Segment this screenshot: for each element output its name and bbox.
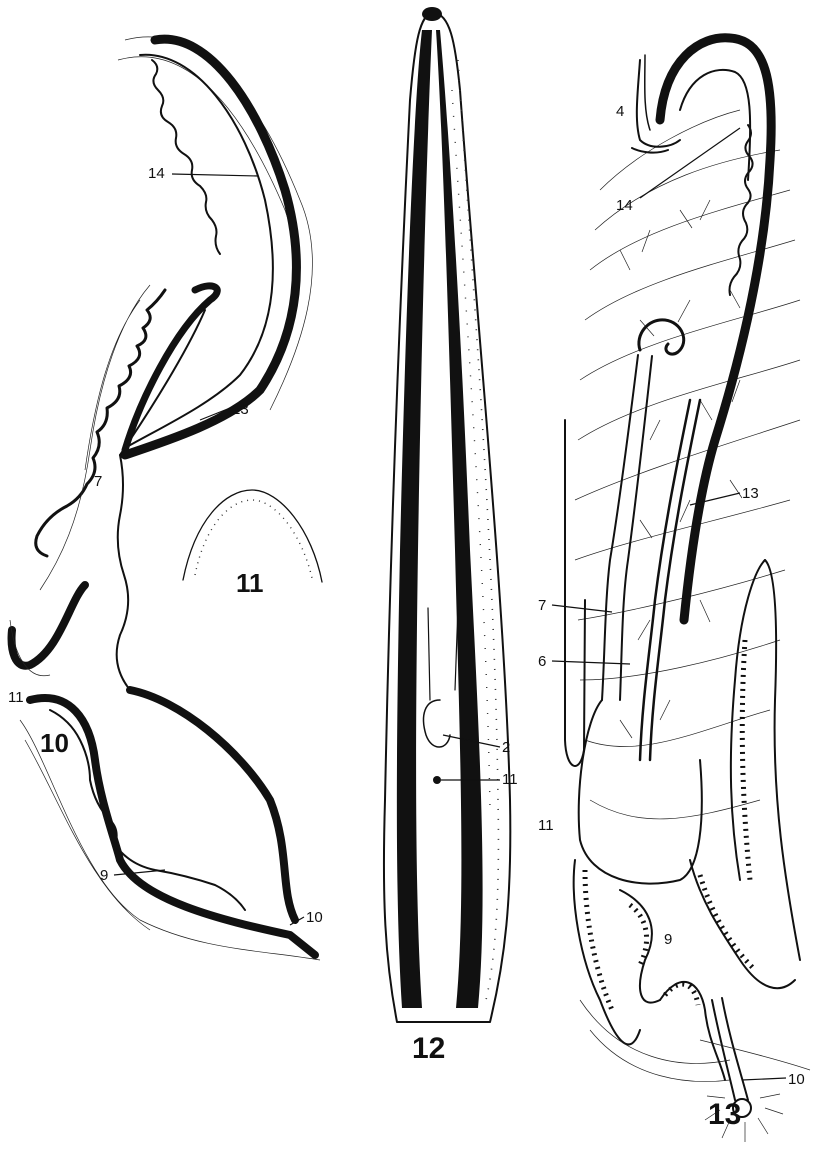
fig10-label-7: 7 — [94, 473, 102, 490]
fig11-number: 11 — [236, 568, 264, 598]
fig10-label-14: 14 — [148, 165, 165, 182]
fig10-label-11: 11 — [8, 689, 24, 706]
fig13-leader-6 — [552, 661, 630, 664]
fig13-leader-10 — [742, 1078, 786, 1080]
fig13-leader-14 — [640, 128, 740, 198]
fig10-label-13: 13 — [232, 401, 249, 418]
fig10-label-9: 9 — [100, 867, 108, 884]
fig10-leader-9 — [114, 870, 165, 875]
fig12-label-11: 11 — [502, 771, 518, 788]
fig13-label-10: 10 — [788, 1071, 805, 1088]
fig10-leader-14 — [172, 174, 258, 176]
fig12-label-2: 2 — [502, 739, 510, 756]
fig10-number: 10 — [40, 728, 69, 758]
fig13-number: 13 — [708, 1098, 741, 1131]
figure-13-drawing — [565, 38, 810, 1142]
fig13-label-11: 11 — [538, 817, 554, 834]
figure-10-drawing — [10, 37, 320, 960]
fig13-label-6: 6 — [538, 653, 546, 670]
fig13-label-4: 4 — [616, 103, 624, 120]
fig13-label-13: 13 — [742, 485, 759, 502]
fig13-label-14: 14 — [616, 197, 633, 214]
figure-12-drawing — [384, 7, 510, 1022]
fig13-label-7: 7 — [538, 597, 546, 614]
fig13-label-9: 9 — [664, 931, 672, 948]
fig10-label-10: 10 — [306, 909, 323, 926]
fig12-number: 12 — [412, 1032, 445, 1065]
fig13-leader-7 — [552, 605, 612, 612]
